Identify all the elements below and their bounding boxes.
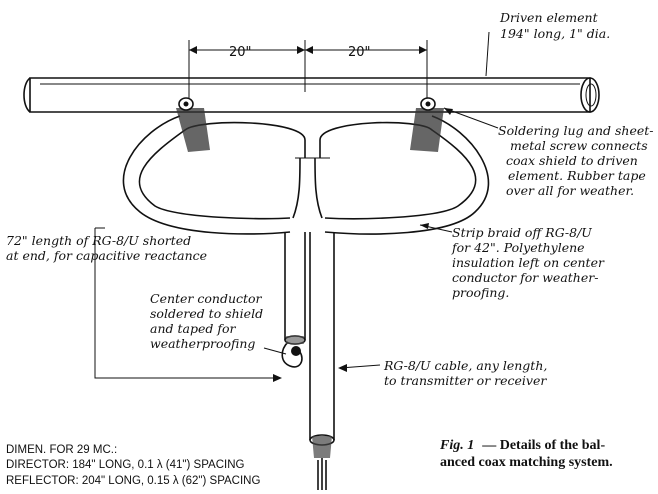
caption-line2: anced coax matching system. <box>440 455 613 470</box>
svg-text:Driven element: Driven element <box>499 10 599 25</box>
dim-right-label: 20" <box>348 45 371 60</box>
dim-left-label: 20" <box>229 45 252 60</box>
director-spec: DIRECTOR: 184" LONG, 0.1 λ (41") SPACING <box>6 459 245 471</box>
svg-text:metal screw connects: metal screw connects <box>510 138 648 153</box>
svg-text:Strip braid off RG-8/U: Strip braid off RG-8/U <box>452 225 592 240</box>
svg-text:194" long, 1" dia.: 194" long, 1" dia. <box>500 26 610 41</box>
coax-loop <box>122 115 490 235</box>
shorted-stub <box>281 232 306 368</box>
driven-element-leader <box>485 31 490 77</box>
svg-text:conductor for weather-: conductor for weather- <box>452 270 598 285</box>
strip-braid-label: Strip braid off RG-8/U for 42". Polyethy… <box>451 225 605 300</box>
caption-fig-label: Fig. 1 <box>439 438 474 453</box>
left-solder-lug <box>176 97 210 152</box>
rg8u-cable <box>309 232 335 490</box>
svg-text:over all for weather.: over all for weather. <box>506 183 634 198</box>
caption-line1: — Details of the bal- <box>481 438 605 453</box>
svg-text:RG-8/U cable, any length,: RG-8/U cable, any length, <box>383 358 547 373</box>
svg-text:element. Rubber tape: element. Rubber tape <box>508 168 646 183</box>
svg-text:coax shield to driven: coax shield to driven <box>506 153 638 168</box>
soldering-lug-label: Soldering lug and sheet- metal screw con… <box>498 123 654 198</box>
svg-text:and taped for: and taped for <box>150 321 236 336</box>
driven-element <box>23 77 600 113</box>
svg-text:Fig. 1 — Details of the: Fig. 1 — Details of the bal- <box>439 436 605 453</box>
svg-text:weatherproofing: weatherproofing <box>150 336 255 351</box>
dimensions-heading: DIMEN. FOR 29 MC.: <box>6 444 117 456</box>
reflector-spec: REFLECTOR: 204" LONG, 0.15 λ (62") SPACI… <box>6 475 260 487</box>
dimensions-block: DIMEN. FOR 29 MC.: DIRECTOR: 184" LONG, … <box>6 444 260 487</box>
figure-caption: Fig. 1 — Details of the bal- anced coax … <box>439 436 613 470</box>
leader-lines <box>94 107 499 382</box>
svg-text:proofing.: proofing. <box>452 285 509 300</box>
svg-text:72" length of RG-8/U shorted: 72" length of RG-8/U shorted <box>6 233 191 248</box>
shorted-length-label: 72" length of RG-8/U shorted at end, for… <box>6 233 207 263</box>
svg-text:insulation left on center: insulation left on center <box>452 255 605 270</box>
svg-text:to transmitter or receiver: to transmitter or receiver <box>384 373 547 388</box>
svg-text:soldered to shield: soldered to shield <box>150 306 263 321</box>
rg-cable-label: RG-8/U cable, any length, to transmitter… <box>383 358 547 388</box>
svg-text:at end, for capacitive reactan: at end, for capacitive reactance <box>6 248 207 263</box>
svg-text:Soldering lug and sheet-: Soldering lug and sheet- <box>498 123 654 138</box>
center-conductor-label: Center conductor soldered to shield and … <box>150 291 263 351</box>
svg-text:for 42". Polyethylene: for 42". Polyethylene <box>451 240 585 255</box>
driven-element-label: Driven element 194" long, 1" dia. <box>499 10 610 41</box>
dimension-lines: 20" 20" <box>188 40 428 100</box>
right-solder-lug <box>410 97 444 152</box>
svg-text:Center conductor: Center conductor <box>150 291 263 306</box>
